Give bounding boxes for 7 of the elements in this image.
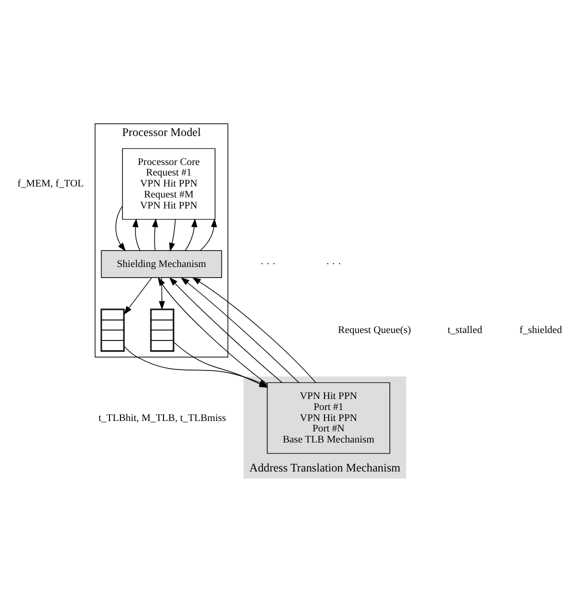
label: f_shielded [520, 324, 562, 336]
label: · · · [326, 258, 342, 270]
label: · · · [260, 258, 276, 270]
label: Request Queue(s) [338, 324, 411, 336]
label: t_TLBhit, M_TLB, t_TLBmiss [98, 412, 226, 424]
label: f_MEM, f_TOL [18, 178, 84, 190]
label: t_stalled [448, 324, 482, 336]
